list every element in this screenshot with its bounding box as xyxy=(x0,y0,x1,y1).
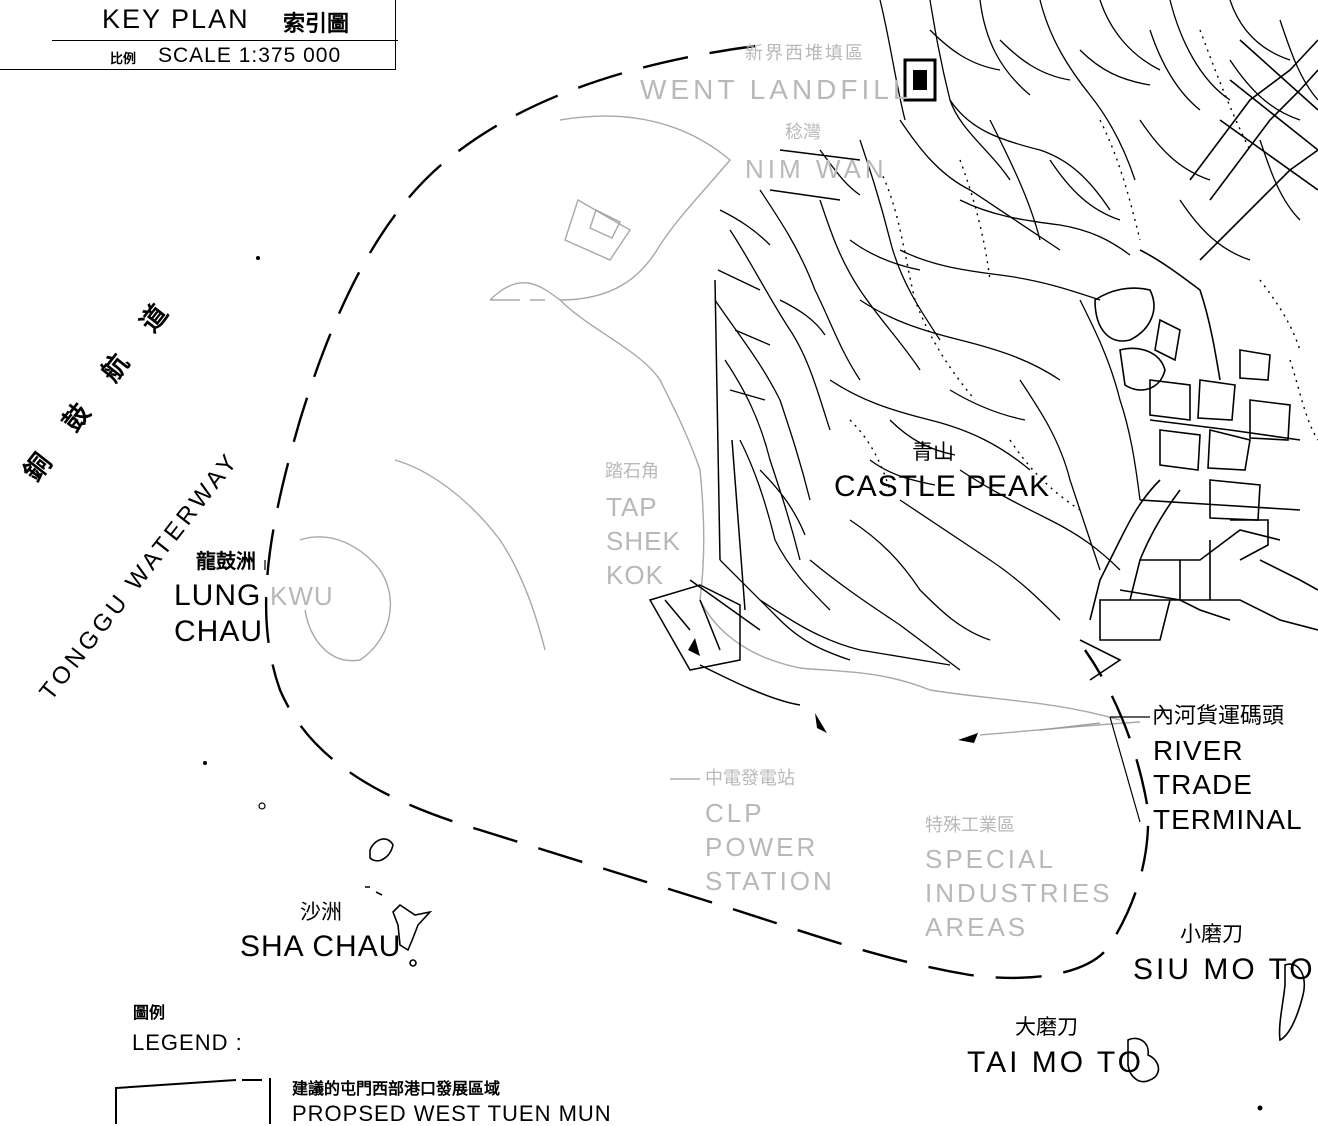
tap-shek-kok-label-2: SHEK xyxy=(606,526,681,556)
scale-label: SCALE 1:375 000 xyxy=(158,44,342,67)
leader-lines xyxy=(264,560,1150,823)
legend-heading: LEGEND : xyxy=(132,1030,243,1055)
tai-mo-to-label-cn: 大磨刀 xyxy=(1015,1015,1078,1039)
arrow-markers xyxy=(688,638,978,743)
went-landfill-label: WENT LANDFILL xyxy=(640,74,913,105)
clp-label-2: POWER xyxy=(705,832,819,862)
river-trade-terminal-label-2: TRADE xyxy=(1153,769,1253,800)
nim-wan-label-cn: 稔灣 xyxy=(785,122,821,143)
tap-shek-kok-label-1: TAP xyxy=(606,492,658,522)
legend-item-label: PROPSED WEST TUEN MUN xyxy=(292,1101,612,1126)
terrain-lines xyxy=(714,0,1318,671)
clp-label-3: STATION xyxy=(705,866,835,896)
key-plan-title: KEY PLAN xyxy=(102,4,250,34)
lung-chau-label-2: CHAU xyxy=(174,615,264,648)
special-industries-label-2: INDUSTRIES xyxy=(925,878,1113,908)
went-landfill-label-cn: 新界西堆填區 xyxy=(745,43,865,64)
scale-label-cn: 比例 xyxy=(110,52,137,67)
river-trade-terminal-label-cn: 內河貨運碼頭 xyxy=(1152,704,1285,729)
key-plan-title-cn: 索引圖 xyxy=(283,12,350,37)
siu-mo-to-label: SIU MO TO xyxy=(1133,953,1316,986)
special-industries-label-cn: 特殊工業區 xyxy=(925,815,1015,836)
legend-item-label-cn: 建議的屯門西部港口發展區域 xyxy=(292,1079,501,1098)
clp-label-1: CLP xyxy=(705,798,765,828)
town-blocks xyxy=(1079,39,1318,681)
dotted-paths xyxy=(849,29,1318,511)
faint-coastline xyxy=(299,115,1141,736)
lung-chau-label-1: LUNG xyxy=(174,579,262,612)
clp-label-cn: 中電發電站 xyxy=(705,768,795,789)
proposed-boundary xyxy=(264,44,1150,980)
key-plan-rule xyxy=(52,40,398,41)
tai-mo-to-label: TAI MO TO xyxy=(967,1046,1145,1079)
tap-shek-kok-label-3: KOK xyxy=(606,560,664,590)
siu-mo-to-label-cn: 小磨刀 xyxy=(1180,922,1243,946)
key-plan-box: KEY PLAN 索引圖 比例 SCALE 1:375 000 xyxy=(0,0,398,70)
castle-peak-label: CASTLE PEAK xyxy=(834,470,1051,503)
castle-peak-label-cn: 青山 xyxy=(912,440,954,464)
land-edges xyxy=(648,149,861,706)
tap-shek-kok-label-cn: 踏石角 xyxy=(605,461,659,482)
river-trade-terminal-label-1: RIVER xyxy=(1153,735,1244,766)
sha-chau-label: SHA CHAU xyxy=(240,930,402,963)
legend-sample-line xyxy=(115,1078,271,1124)
lung-chau-label-cn: 龍鼓洲 xyxy=(196,549,256,573)
special-industries-label-3: AREAS xyxy=(925,912,1029,942)
nim-wan-label: NIM WAN xyxy=(745,154,888,184)
small-features xyxy=(203,58,1263,1111)
sha-chau-label-cn: 沙洲 xyxy=(300,900,342,924)
lung-kwu-fragment: KWU xyxy=(270,581,334,611)
faint-leader xyxy=(670,722,1101,780)
special-industries-label-1: SPECIAL xyxy=(925,844,1056,874)
islands xyxy=(365,838,1305,1083)
legend-heading-cn: 圖例 xyxy=(133,1003,166,1022)
river-trade-terminal-label-3: TERMINAL xyxy=(1153,804,1303,835)
